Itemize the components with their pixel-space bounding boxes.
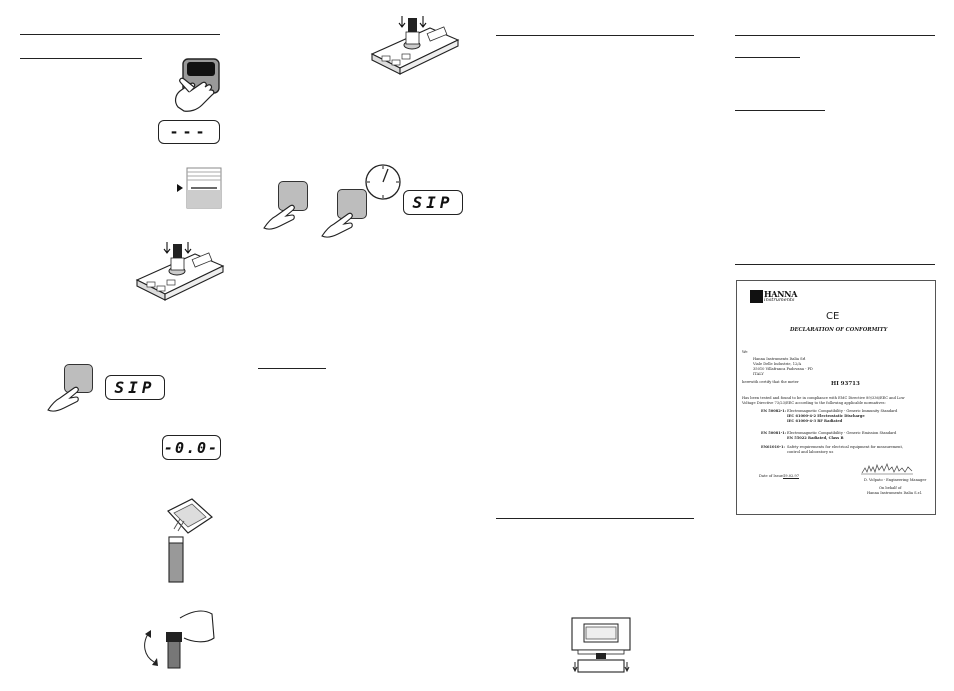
clock-icon bbox=[365, 164, 401, 200]
compliance-line-1: Has been tested and found to be in compl… bbox=[742, 396, 905, 400]
col4-subheading-rule-2 bbox=[735, 110, 825, 111]
we-label: We bbox=[742, 350, 748, 354]
cuvette-level-icon bbox=[177, 167, 222, 209]
behalf-line-2: Hanna Instruments Italia S.r.l. bbox=[867, 491, 923, 495]
hanna-logo: HANNA instruments bbox=[750, 290, 797, 303]
signature-mark bbox=[861, 463, 913, 475]
standard-3-line-2: control and laboratory us bbox=[787, 450, 834, 454]
press-key-icon bbox=[174, 58, 220, 112]
certify-text: herewith certify that the meter bbox=[742, 380, 799, 384]
date-value: 19.02.97 bbox=[783, 474, 800, 478]
col3-header-rule bbox=[496, 35, 694, 36]
col1-subheading-rule bbox=[20, 58, 142, 59]
shake-cuvette-icon bbox=[144, 610, 215, 669]
col1-header-rule bbox=[20, 34, 220, 35]
reagent-packet-icon bbox=[167, 498, 213, 583]
standard-code-3: EN61010-1: bbox=[761, 445, 785, 449]
standard-1-line-1: Electromagnetic Compatibility - Generic … bbox=[787, 409, 898, 413]
meter-display-zero: -0.0- bbox=[162, 435, 221, 460]
meter-insert-cuvette-top-icon bbox=[370, 16, 460, 75]
col4-section-rule bbox=[735, 264, 935, 265]
address-line-4: ITALY bbox=[753, 372, 764, 376]
meter-display-sip-2: SIP bbox=[403, 190, 463, 215]
standard-1-line-2: IEC 61000-4-2 Electrostatic Discharge bbox=[787, 414, 865, 418]
declaration-of-conformity-certificate: HANNA instruments CE DECLARATION OF CONF… bbox=[736, 280, 936, 515]
battery-compartment-icon bbox=[571, 617, 631, 673]
finger-press-read-icon bbox=[321, 212, 353, 238]
signatory-name: D. Volpato - Engineering Manager bbox=[864, 478, 927, 482]
finger-press-timer-icon bbox=[263, 204, 295, 230]
meter-insert-cuvette-icon bbox=[135, 242, 225, 301]
ce-mark: CE bbox=[826, 311, 840, 322]
col2-subheading-rule bbox=[258, 368, 326, 369]
col4-header-rule bbox=[735, 35, 935, 36]
finger-press-icon bbox=[47, 386, 79, 412]
standard-1-line-3: IEC 61000-4-3 RF Radiated bbox=[787, 419, 843, 423]
standard-2-line-1: Electromagnetic Compatibility - Generic … bbox=[787, 431, 897, 435]
standard-2-line-2: EN 55022 Radiated, Class B bbox=[787, 436, 844, 440]
col4-subheading-rule-1 bbox=[735, 57, 800, 58]
standard-3-line-1: Safety requirements for electrical equip… bbox=[787, 445, 904, 449]
col3-section-rule bbox=[496, 518, 694, 519]
certificate-title: DECLARATION OF CONFORMITY bbox=[790, 327, 888, 333]
meter-display-dashes: --- bbox=[158, 120, 220, 144]
compliance-line-2: Voltage Directive 73/23/EEC according to… bbox=[742, 401, 886, 405]
standard-code-1: EN 50082-1: bbox=[761, 409, 787, 413]
meter-display-sip: SIP bbox=[105, 375, 165, 400]
model-number: HI 93713 bbox=[831, 381, 860, 387]
address-line-2: Viale Delle Industrie, 12/A bbox=[753, 362, 802, 366]
address-line-1: Hanna Instruments Italia Srl bbox=[753, 357, 806, 361]
date-label: Date of Issue: bbox=[759, 474, 785, 478]
standard-code-2: EN 50081-1: bbox=[761, 431, 787, 435]
read-key-button[interactable] bbox=[64, 364, 93, 393]
behalf-line-1: On behalf of bbox=[879, 486, 902, 490]
address-line-3: 35010 Villafranca Padovana - PD bbox=[753, 367, 813, 371]
